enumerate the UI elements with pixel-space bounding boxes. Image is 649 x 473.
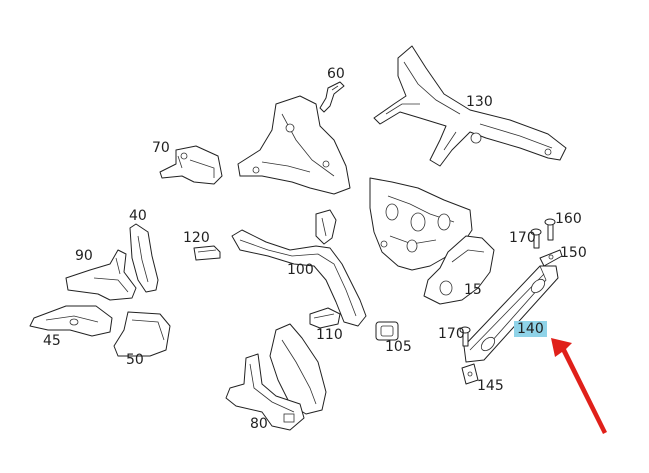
- red-arrow-icon: [551, 338, 607, 434]
- part-145-drawing: [461, 363, 479, 385]
- part-50-drawing: [113, 311, 171, 357]
- label-part-105: 105: [385, 339, 412, 355]
- label-part-40: 40: [129, 208, 147, 224]
- label-part-50: 50: [126, 352, 144, 368]
- label-part-100: 100: [287, 262, 314, 278]
- part-105-drawing: [375, 321, 399, 341]
- part-100-drawing: [231, 209, 367, 327]
- label-part-110: 110: [316, 327, 343, 343]
- label-part-15: 15: [464, 282, 482, 298]
- part-40-drawing: [129, 223, 159, 293]
- part-120-drawing: [193, 245, 221, 261]
- part-15-drawing: [423, 235, 495, 305]
- part-90-drawing: [65, 249, 137, 301]
- label-part-130: 130: [466, 94, 493, 110]
- highlight-box: 140: [514, 321, 547, 337]
- part-45-drawing: [29, 305, 113, 337]
- part-160-drawing: [544, 218, 556, 241]
- label-part-70: 70: [152, 140, 170, 156]
- part-170-lower-drawing: [459, 326, 471, 347]
- label-part-160: 160: [555, 211, 582, 227]
- part-70-drawing: [159, 145, 223, 185]
- part-60-drawing: [319, 81, 345, 113]
- label-part-170-lower: 170: [438, 326, 465, 342]
- label-part-60: 60: [327, 66, 345, 82]
- label-part-170-upper: 170: [509, 230, 536, 246]
- label-part-45: 45: [43, 333, 61, 349]
- part-170-upper-drawing: [530, 228, 542, 249]
- label-part-90: 90: [75, 248, 93, 264]
- label-part-120: 120: [183, 230, 210, 246]
- wheel-arch-upper-drawing: [237, 95, 351, 195]
- label-part-150: 150: [560, 245, 587, 261]
- label-part-140-highlighted: 140: [514, 321, 547, 337]
- label-part-80: 80: [250, 416, 268, 432]
- part-150-drawing: [539, 249, 563, 267]
- part-80-drawing: [225, 323, 327, 431]
- front-panel-drawing: [369, 177, 473, 271]
- part-110-drawing: [309, 307, 341, 329]
- label-part-145: 145: [477, 378, 504, 394]
- part-140-drawing: [463, 265, 559, 363]
- part-130-drawing: [373, 45, 567, 167]
